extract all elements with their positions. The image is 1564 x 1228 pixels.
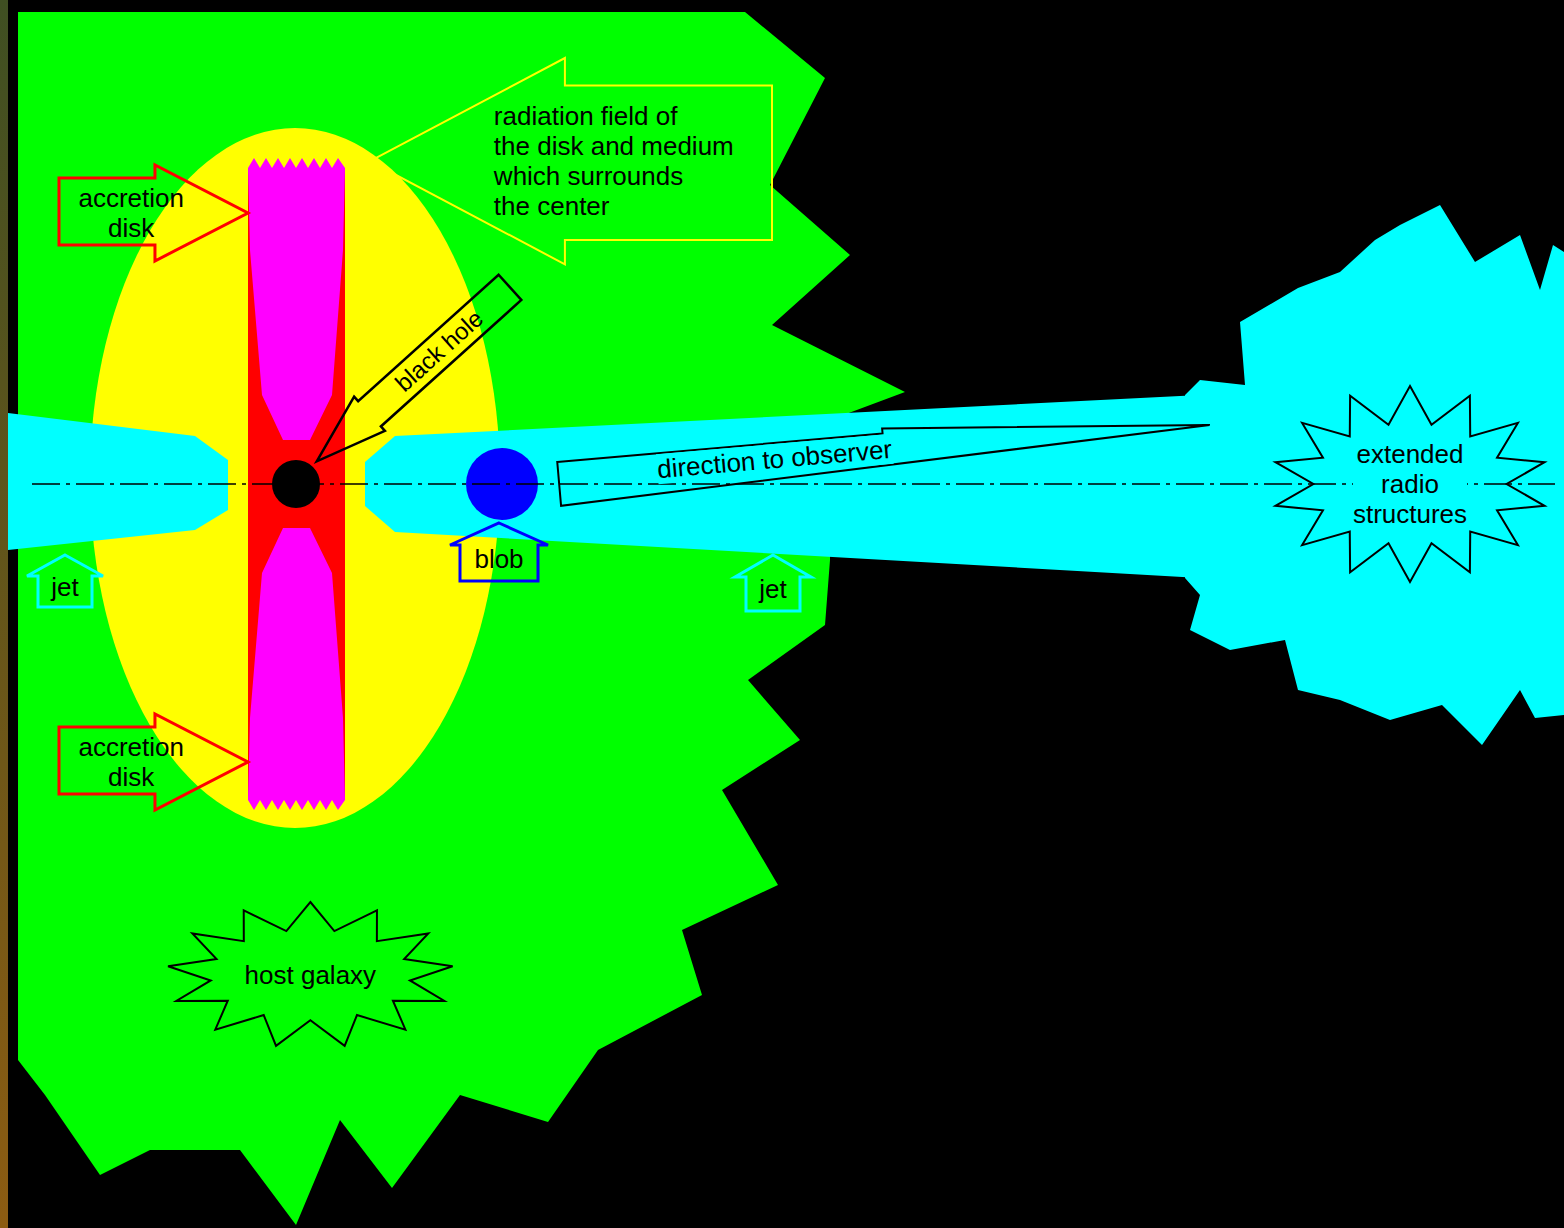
outline-path <box>27 555 103 607</box>
text-line: disk <box>78 213 184 243</box>
text-line: blob <box>474 544 523 574</box>
radiation-field-callout: radiation field of the disk and medium w… <box>368 56 774 266</box>
text-line: accretion <box>78 183 184 213</box>
outline-path <box>301 270 525 478</box>
text-area: extended radio structures <box>1343 436 1477 532</box>
text-line: disk <box>78 762 184 792</box>
jet-axis <box>32 483 1555 485</box>
jet-callout: jet <box>26 554 104 608</box>
outline-path <box>168 902 453 1046</box>
text-area: accretion disk <box>64 728 198 796</box>
jet-callout: jet <box>734 554 812 612</box>
text-line: accretion <box>78 732 184 762</box>
text-line: host galaxy <box>245 960 377 990</box>
outline-path <box>59 714 248 810</box>
text-line: radio <box>1353 469 1467 499</box>
accretion-disk-callout: accretion disk <box>58 712 250 812</box>
jet-left <box>8 413 228 550</box>
outline-path <box>59 165 248 261</box>
host-galaxy-burst: host galaxy <box>165 900 456 1050</box>
outline-path <box>1275 386 1544 582</box>
text-area: blob <box>461 537 537 580</box>
host-galaxy-region <box>18 12 905 1225</box>
node-text: extended radio structures <box>1353 439 1467 529</box>
accretion-disk-callout: accretion disk <box>58 163 250 263</box>
text-line: jet <box>759 574 786 604</box>
text-line: the disk and medium <box>494 131 734 161</box>
outline-path <box>370 58 772 264</box>
text-area: host galaxy <box>241 939 381 1011</box>
text-line: which surrounds <box>494 161 734 191</box>
text-line: the center <box>494 191 734 221</box>
outline-path <box>557 400 1212 506</box>
radio-structure-burst: extended radio structures <box>1270 384 1550 584</box>
node-text: jet <box>51 572 78 602</box>
text-area: accretion disk <box>64 179 198 247</box>
node-text: host galaxy <box>245 960 377 990</box>
node-text: blob <box>474 544 523 574</box>
node-text: radiation field of the disk and medium w… <box>494 101 734 221</box>
text-line: jet <box>51 572 78 602</box>
outline-path <box>735 555 811 611</box>
node-text: accretion disk <box>78 732 184 792</box>
outline-path <box>450 523 548 581</box>
text-area: jet <box>39 568 91 607</box>
blob-callout: blob <box>449 522 549 582</box>
text-line: extended <box>1353 439 1467 469</box>
text-area: radiation field of the disk and medium w… <box>494 100 766 222</box>
edge-strip <box>0 0 8 1228</box>
node-text: accretion disk <box>78 183 184 243</box>
text-area: jet <box>747 569 799 611</box>
disk-outer-part <box>248 158 345 440</box>
radio-lobe <box>1185 205 1564 745</box>
text-line: structures <box>1353 499 1467 529</box>
node-text: jet <box>759 574 786 604</box>
jet-right <box>365 395 1200 578</box>
disk-outer-part <box>248 528 345 810</box>
text-line: radiation field of <box>494 101 734 131</box>
